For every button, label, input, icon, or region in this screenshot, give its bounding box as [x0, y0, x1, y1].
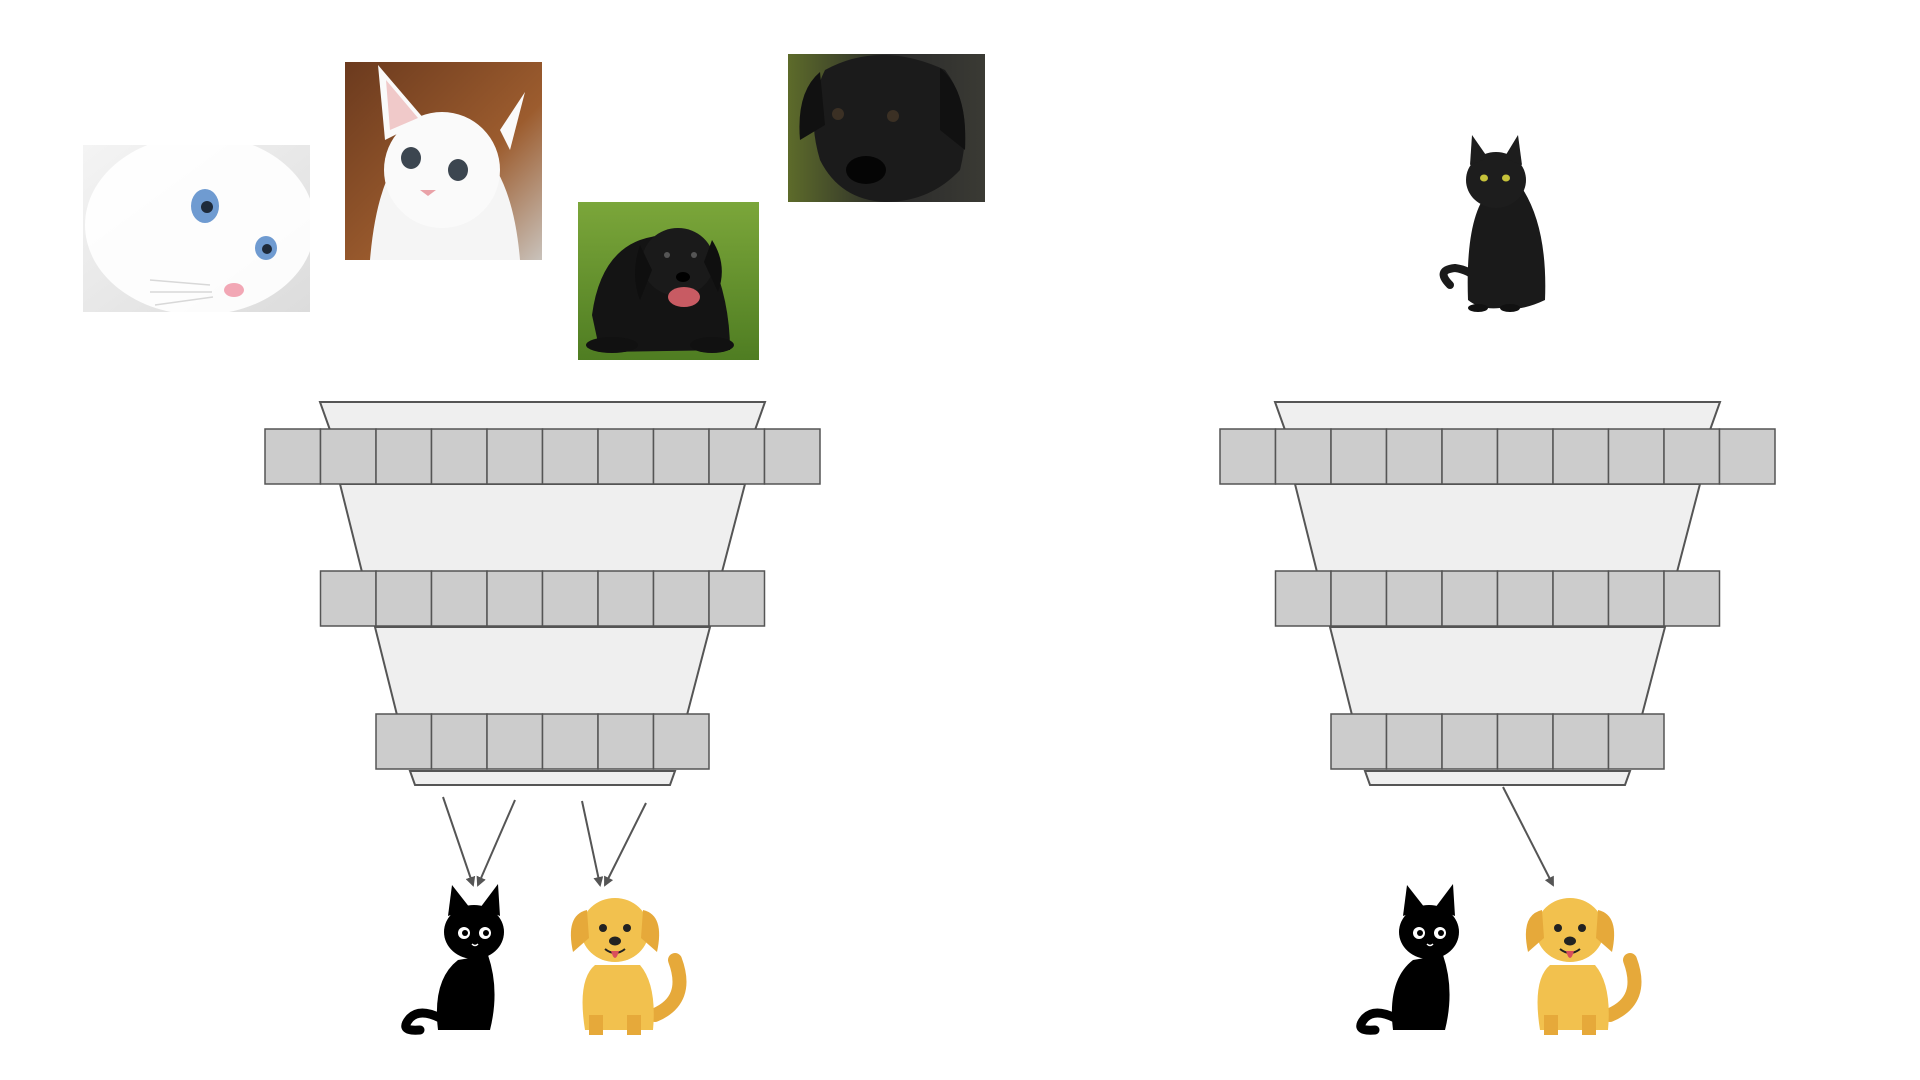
network-layer-input	[264, 428, 821, 485]
network-node	[1274, 428, 1332, 485]
arrow-to-cat	[476, 799, 516, 887]
left-panel	[83, 54, 985, 1035]
network-node	[375, 428, 433, 485]
network-node	[1441, 428, 1499, 485]
network-node	[430, 713, 488, 770]
network-layer-hidden	[319, 570, 766, 627]
network-layer-output	[1330, 713, 1665, 770]
right-panel	[1219, 135, 1776, 1035]
black-dog-photo	[788, 54, 985, 202]
network-node	[1330, 713, 1388, 770]
network-node	[597, 570, 655, 627]
network-node	[541, 713, 599, 770]
network-node	[1385, 713, 1443, 770]
network-node	[652, 570, 710, 627]
yellow-dog-icon	[570, 898, 687, 1035]
network-node	[264, 428, 322, 485]
network-node	[486, 713, 544, 770]
network-node	[597, 713, 655, 770]
network-node	[1552, 713, 1610, 770]
network-node	[652, 428, 710, 485]
network-node	[319, 570, 377, 627]
network-node	[541, 570, 599, 627]
network-node	[1496, 428, 1554, 485]
network-node	[763, 428, 821, 485]
network-node	[1663, 428, 1721, 485]
network-node	[1330, 428, 1388, 485]
network-node	[1607, 570, 1665, 627]
network-node	[1385, 570, 1443, 627]
network-node	[1663, 570, 1721, 627]
arrow-to-dog	[604, 802, 647, 887]
network-node	[1441, 570, 1499, 627]
white-kitten-photo	[345, 62, 542, 260]
black-cat-photo	[1439, 135, 1546, 312]
network-node	[319, 428, 377, 485]
black-cat-icon	[1356, 884, 1459, 1035]
network-node	[708, 428, 766, 485]
network-node	[1552, 428, 1610, 485]
arrow-to-dog	[1502, 786, 1554, 887]
network-node	[486, 428, 544, 485]
network-node	[486, 570, 544, 627]
network-layer-input	[1219, 428, 1776, 485]
arrow-to-cat	[442, 796, 476, 887]
network-node	[541, 428, 599, 485]
network-node	[1607, 713, 1665, 770]
network-node	[1607, 428, 1665, 485]
network-node	[1274, 570, 1332, 627]
network-layer-hidden	[1274, 570, 1721, 627]
network-node	[708, 570, 766, 627]
network-node	[375, 570, 433, 627]
network-node	[1385, 428, 1443, 485]
network-layer-output	[375, 713, 710, 770]
network-node	[430, 570, 488, 627]
network-node	[1330, 570, 1388, 627]
network-node	[1219, 428, 1277, 485]
yellow-dog-icon	[1525, 898, 1642, 1035]
network-node	[1496, 713, 1554, 770]
network-node	[597, 428, 655, 485]
network-node	[1496, 570, 1554, 627]
white-cat-photo	[83, 135, 315, 315]
network-node	[430, 428, 488, 485]
black-cat-icon	[401, 884, 504, 1035]
network-node	[1718, 428, 1776, 485]
arrow-to-dog	[581, 800, 604, 887]
network-node	[1552, 570, 1610, 627]
network-node	[375, 713, 433, 770]
network-node	[1441, 713, 1499, 770]
network-node	[652, 713, 710, 770]
black-puppy-photo	[578, 202, 759, 360]
